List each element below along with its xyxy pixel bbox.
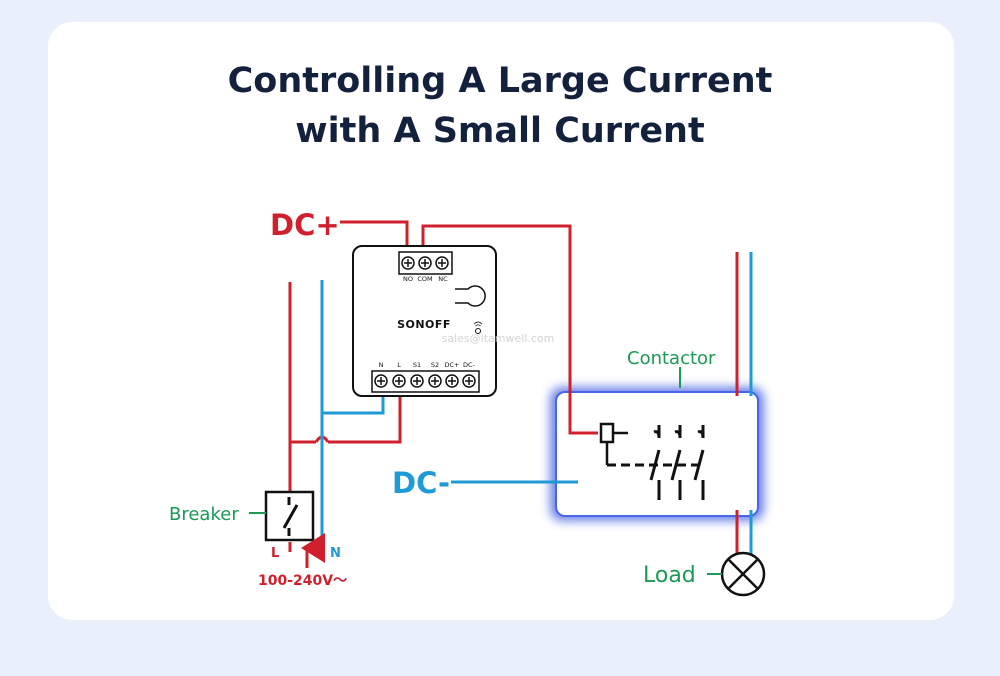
page-title: Controlling A Large Current with A Small… bbox=[0, 56, 1000, 156]
status-led bbox=[475, 328, 481, 334]
watermark: sales@itamwell.com bbox=[442, 332, 555, 345]
terminal-label-com: COM bbox=[417, 275, 432, 283]
title-line-1: Controlling A Large Current bbox=[227, 61, 773, 101]
title-line-2: with A Small Current bbox=[295, 111, 705, 151]
neutral-label: N bbox=[330, 546, 341, 561]
terminal-label-dc-minus: DC- bbox=[463, 361, 476, 369]
load-lamp-icon bbox=[720, 551, 766, 597]
diagram-card bbox=[48, 22, 954, 620]
sonoff-relay-module: NO COM NC SONOFF sales@itamwell.com N L … bbox=[352, 245, 555, 397]
bottom-terminal-screws bbox=[374, 374, 476, 388]
breaker-symbol bbox=[264, 490, 315, 542]
live-wires bbox=[288, 220, 739, 560]
wifi-icon bbox=[473, 321, 483, 327]
terminal-label-l: L bbox=[397, 361, 401, 369]
terminal-label-no: NO bbox=[403, 275, 413, 283]
pairing-button bbox=[455, 285, 486, 307]
contactor-label: Contactor bbox=[627, 348, 716, 369]
terminal-label-s2: S2 bbox=[431, 361, 439, 369]
terminal-label-dc-plus: DC+ bbox=[445, 361, 460, 369]
brand-logo: SONOFF bbox=[397, 318, 451, 331]
contactor-coil-and-switches bbox=[599, 422, 705, 500]
live-label: L bbox=[271, 546, 279, 561]
breaker-label: Breaker bbox=[169, 504, 239, 525]
terminal-label-s1: S1 bbox=[413, 361, 421, 369]
neutral-wires bbox=[320, 252, 753, 560]
load-label: Load bbox=[643, 563, 696, 588]
terminal-label-n: N bbox=[379, 361, 384, 369]
top-terminal-screws bbox=[401, 256, 449, 270]
dc-plus-label: DC+ bbox=[270, 208, 340, 242]
terminal-label-nc: NC bbox=[438, 275, 448, 283]
dc-minus-label: DC- bbox=[392, 466, 450, 500]
voltage-label: 100-240V～ bbox=[258, 573, 347, 589]
